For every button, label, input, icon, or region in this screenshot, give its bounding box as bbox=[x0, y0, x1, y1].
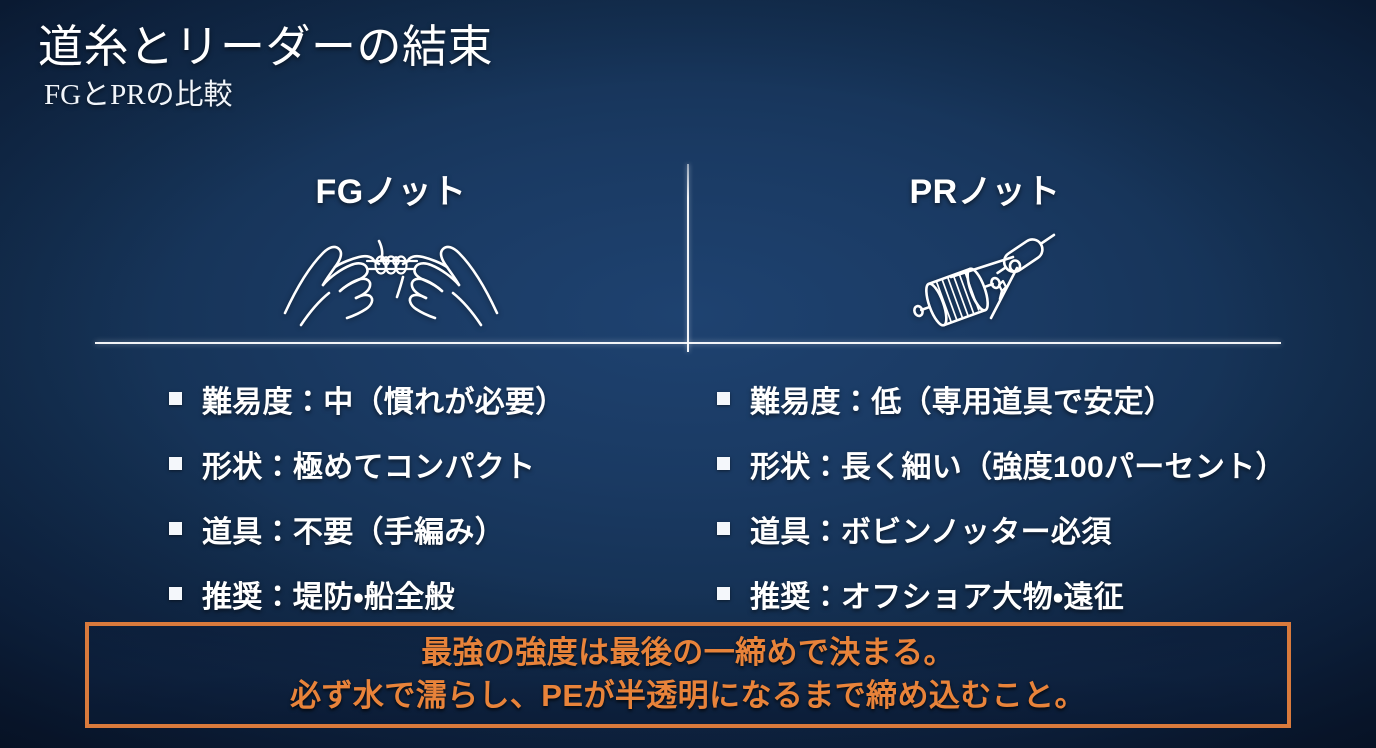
bobbin-winder-icon bbox=[905, 213, 1065, 333]
list-item: 形状：長く細い（強度100パーセント） bbox=[717, 431, 1309, 496]
list-item: 推奨：オフショア大物・遠征 bbox=[717, 561, 1309, 626]
horizontal-divider bbox=[95, 342, 1281, 344]
bullet-square-icon bbox=[169, 522, 182, 535]
bullet-square-icon bbox=[169, 587, 182, 600]
bullet-square-icon bbox=[717, 392, 730, 405]
list-item: 道具：ボビンノッター必須 bbox=[717, 496, 1309, 561]
column-pr-knot: PRノット bbox=[689, 164, 1285, 614]
bullet-label: 推奨：堤防・船全般 bbox=[202, 580, 455, 614]
bullet-list-pr: 難易度：低（専用道具で安定） 形状：長く細い（強度100パーセント） 道具：ボビ… bbox=[689, 366, 1309, 626]
two-hands-tying-knot-icon bbox=[275, 217, 507, 329]
bullet-square-icon bbox=[717, 457, 730, 470]
comparison-table: FGノット bbox=[95, 164, 1285, 614]
bullet-label: 形状：極めてコンパクト bbox=[202, 450, 536, 484]
title-block: 道糸とリーダーの結束 FGとPRの比較 bbox=[38, 22, 493, 113]
bullet-square-icon bbox=[717, 522, 730, 535]
vertical-divider bbox=[687, 164, 689, 352]
column-heading-fg: FGノット bbox=[315, 173, 467, 211]
bullet-label: 難易度：低（専用道具で安定） bbox=[750, 385, 1175, 419]
list-item: 難易度：中（慣れが必要） bbox=[169, 366, 761, 431]
page-title: 道糸とリーダーの結束 bbox=[38, 22, 494, 72]
callout-box: 最強の強度は最後の一締めで決まる。 必ず水で濡らし、PEが半透明になるまで締め込… bbox=[85, 622, 1291, 728]
illustration-pr bbox=[689, 212, 1281, 334]
page-subtitle: FGとPRの比較 bbox=[44, 79, 233, 112]
bullet-label: 推奨：オフショア大物・遠征 bbox=[750, 580, 1125, 614]
bullet-label: 形状：長く細い（強度100パーセント） bbox=[750, 450, 1286, 484]
column-heading-pr: PRノット bbox=[909, 173, 1061, 211]
list-item: 推奨：堤防・船全般 bbox=[169, 561, 761, 626]
list-item: 難易度：低（専用道具で安定） bbox=[717, 366, 1309, 431]
bullet-square-icon bbox=[717, 587, 730, 600]
callout-line-1: 最強の強度は最後の一締めで決まる。 bbox=[421, 635, 955, 671]
illustration-fg bbox=[95, 212, 687, 334]
column-fg-knot: FGノット bbox=[95, 164, 687, 614]
bullet-list-fg: 難易度：中（慣れが必要） 形状：極めてコンパクト 道具：不要（手編み） 推奨：堤… bbox=[95, 366, 761, 626]
callout-line-2: 必ず水で濡らし、PEが半透明になるまで締め込むこと。 bbox=[290, 678, 1086, 713]
bullet-square-icon bbox=[169, 457, 182, 470]
bullet-label: 道具：ボビンノッター必須 bbox=[750, 515, 1112, 549]
list-item: 形状：極めてコンパクト bbox=[169, 431, 761, 496]
bullet-label: 道具：不要（手編み） bbox=[202, 515, 505, 549]
bullet-label: 難易度：中（慣れが必要） bbox=[202, 385, 566, 419]
bullet-square-icon bbox=[169, 392, 182, 405]
list-item: 道具：不要（手編み） bbox=[169, 496, 761, 561]
